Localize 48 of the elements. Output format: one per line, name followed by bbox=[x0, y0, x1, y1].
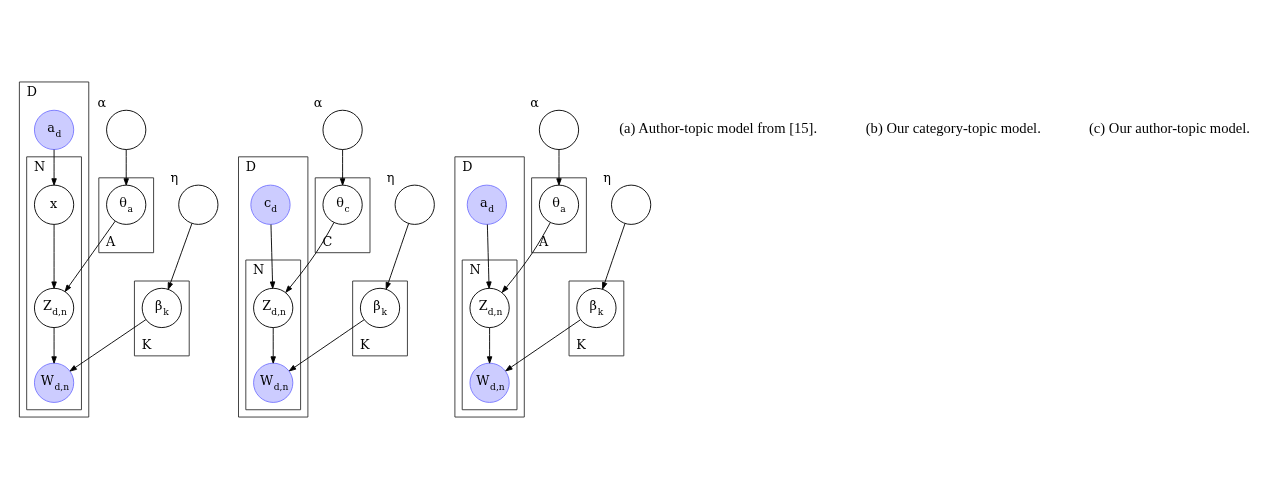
arrow bbox=[288, 319, 365, 372]
node-label: η bbox=[603, 169, 611, 185]
node-circle: W$_{d,n}$ bbox=[253, 362, 294, 403]
node-circle: x bbox=[34, 184, 75, 225]
node-circle: a$_{d}$ bbox=[34, 109, 75, 150]
arrow bbox=[385, 223, 410, 290]
node-circle bbox=[178, 184, 219, 225]
node-circle: W$_{d,n}$ bbox=[34, 362, 75, 403]
node-circle: Z$_{d,n}$ bbox=[34, 287, 75, 329]
node-circle bbox=[611, 184, 652, 225]
arrow bbox=[64, 220, 116, 292]
arrow bbox=[51, 224, 57, 289]
node-circle: c$_{d}$ bbox=[250, 184, 291, 225]
arrow bbox=[269, 224, 276, 289]
arrow bbox=[285, 222, 335, 293]
label: (a) Author-topic model from [15]. bbox=[619, 120, 818, 137]
arrow bbox=[123, 149, 129, 186]
node-circle: β$_{k}$ bbox=[576, 287, 617, 329]
arrow bbox=[501, 222, 551, 293]
arrow bbox=[602, 223, 626, 290]
node-circle: θ$_{c}$ bbox=[322, 184, 363, 225]
node-circle bbox=[106, 109, 147, 150]
arrow bbox=[505, 319, 581, 372]
arrow bbox=[51, 327, 57, 364]
arrow bbox=[51, 149, 57, 186]
arrow bbox=[556, 149, 562, 186]
node-label: α bbox=[313, 94, 323, 110]
node-circle: θ$_{a}$ bbox=[538, 184, 580, 225]
node-label: α bbox=[97, 94, 107, 110]
node-circle: β$_{k}$ bbox=[141, 287, 182, 329]
arrow bbox=[270, 327, 276, 364]
node-circle bbox=[538, 109, 580, 150]
node-circle bbox=[394, 184, 435, 225]
label: (c) Our author-topic model. bbox=[1089, 120, 1251, 137]
arrow bbox=[486, 327, 493, 364]
node-label: α bbox=[530, 94, 539, 110]
node-circle: a$_{d}$ bbox=[466, 184, 507, 225]
node-label: η bbox=[170, 169, 179, 185]
node-circle bbox=[322, 109, 363, 150]
node-circle: β$_{k}$ bbox=[359, 287, 401, 329]
arrow bbox=[486, 224, 492, 289]
arrow bbox=[167, 223, 193, 290]
arrow bbox=[69, 319, 147, 372]
arrow bbox=[339, 149, 346, 186]
node-circle: θ$_{a}$ bbox=[106, 184, 147, 225]
node-circle: W$_{d,n}$ bbox=[469, 362, 510, 403]
node-label: η bbox=[386, 169, 395, 185]
label: (b) Our category-topic model. bbox=[865, 120, 1041, 137]
